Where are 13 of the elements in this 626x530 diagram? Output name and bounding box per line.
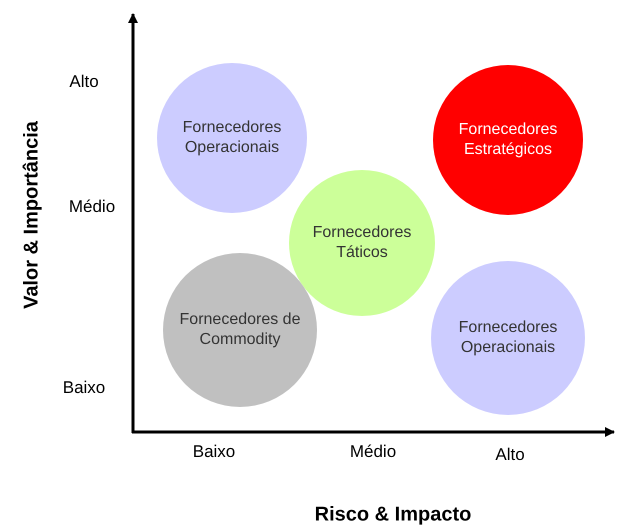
y-tick-label: Baixo [62,378,106,398]
circle-label: Fornecedores Operacionais [182,118,282,158]
x-tick-label: Baixo [192,442,236,462]
circle-label: Fornecedores Operacionais [458,318,558,358]
x-axis-title: Risco & Impacto [314,504,472,526]
y-tick-label: Alto [69,72,99,92]
y-tick-label: Médio [68,197,116,217]
x-tick-label: Alto [495,445,525,465]
circle-label: Fornecedores Estratégicos [458,120,558,160]
circle-label: Fornecedores de Commodity [178,310,302,350]
circle-label: Fornecedores Táticos [312,223,412,263]
y-axis-title: Valor & Importância [20,121,44,309]
x-tick-label: Médio [350,442,396,462]
